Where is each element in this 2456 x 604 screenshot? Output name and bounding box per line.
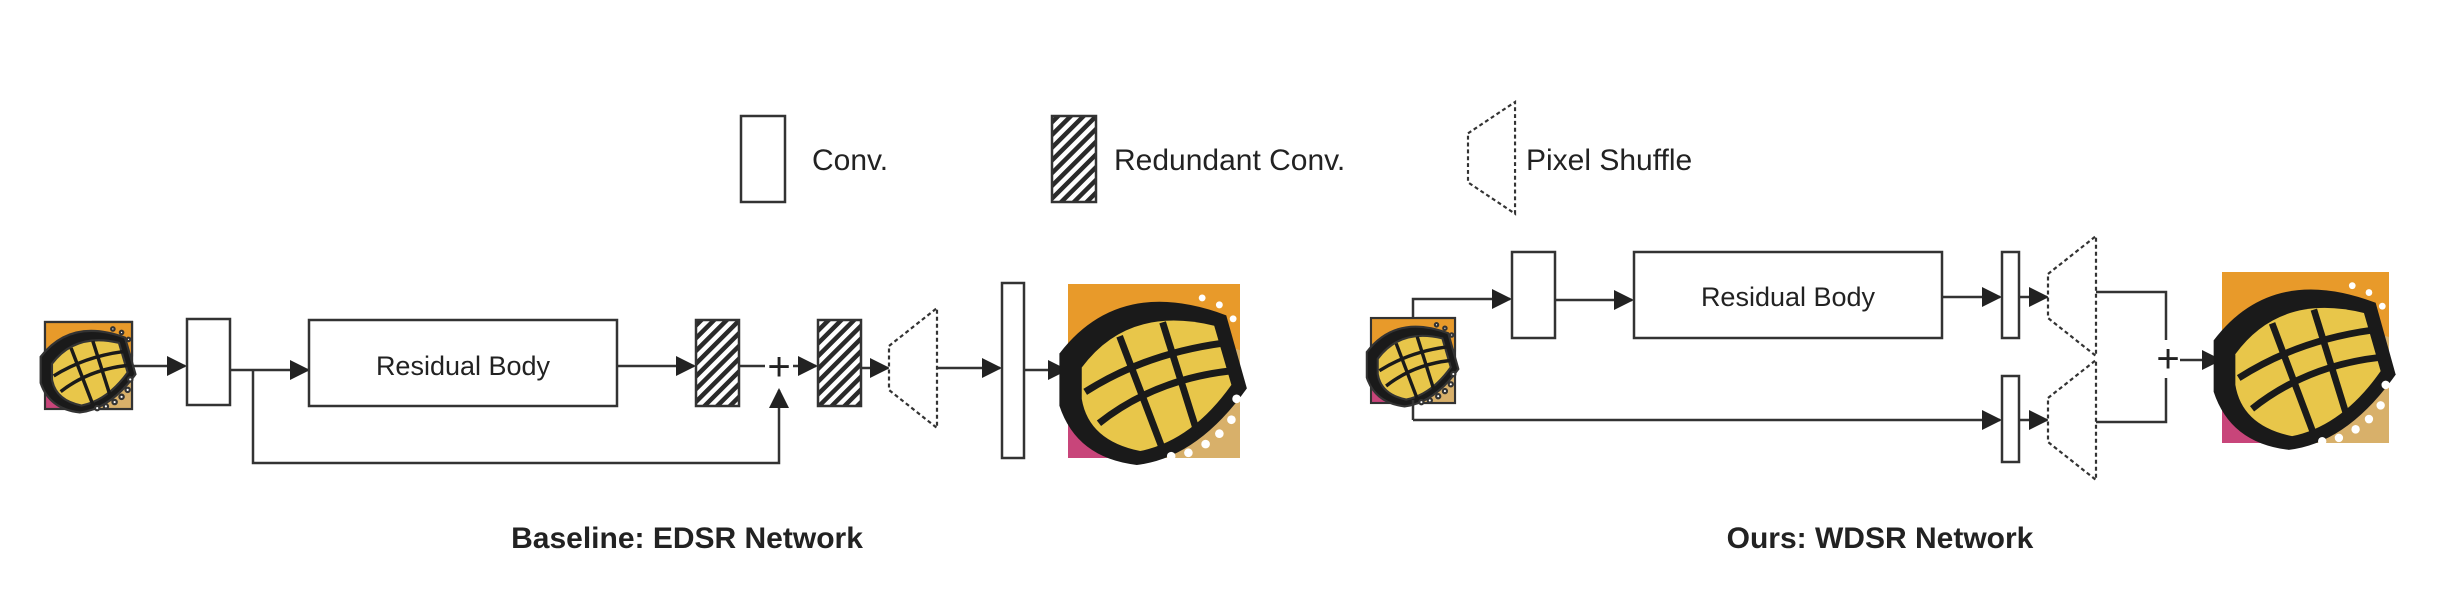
wdsr-pixel-shuffle-top: [2046, 234, 2098, 358]
legend-conv-icon: [739, 114, 787, 204]
wdsr-pixel-shuffle-bottom: [2046, 358, 2098, 482]
wdsr-conv-2: [2000, 250, 2021, 340]
wdsr-conv-1: [1510, 250, 1557, 340]
legend-redundant-conv-label: Redundant Conv.: [1114, 144, 1345, 177]
wdsr-input-image: [1365, 316, 1461, 409]
edsr-conv-1: [185, 317, 232, 407]
legend-conv-label: Conv.: [812, 144, 888, 177]
edsr-caption: Baseline: EDSR Network: [511, 522, 863, 555]
wdsr-residual-body-label: Residual Body: [1701, 282, 1876, 312]
wdsr-output-image: [2214, 272, 2396, 450]
edsr-network: [38, 281, 1068, 465]
edsr-input-image: [38, 320, 138, 415]
edsr-residual-body-box: [307, 318, 619, 408]
wdsr-caption: Ours: WDSR Network: [1727, 522, 2034, 555]
edsr-skip-connection: [251, 370, 789, 465]
wdsr-residual-body-box: [1632, 250, 1944, 340]
edsr-redundant-conv-2: [816, 318, 863, 408]
legend: Conv. Redundant Conv. Pixel Shuffle: [739, 99, 1692, 216]
edsr-redundant-conv-1: [694, 318, 741, 408]
edsr-residual-body-label: Residual Body: [376, 351, 551, 381]
edsr-pixel-shuffle: [887, 306, 939, 430]
edsr-plus-sign: +: [767, 345, 790, 389]
edsr-conv-2: [1000, 281, 1026, 460]
legend-pixel-shuffle-icon: [1466, 99, 1517, 216]
wdsr-plus-sign: +: [2156, 337, 2179, 381]
legend-redundant-conv-icon: [1050, 114, 1098, 204]
wdsr-conv-3: [2000, 374, 2021, 464]
legend-pixel-shuffle-label: Pixel Shuffle: [1526, 144, 1692, 177]
edsr-output-image: [1059, 284, 1246, 465]
wdsr-network: [1365, 234, 2222, 482]
